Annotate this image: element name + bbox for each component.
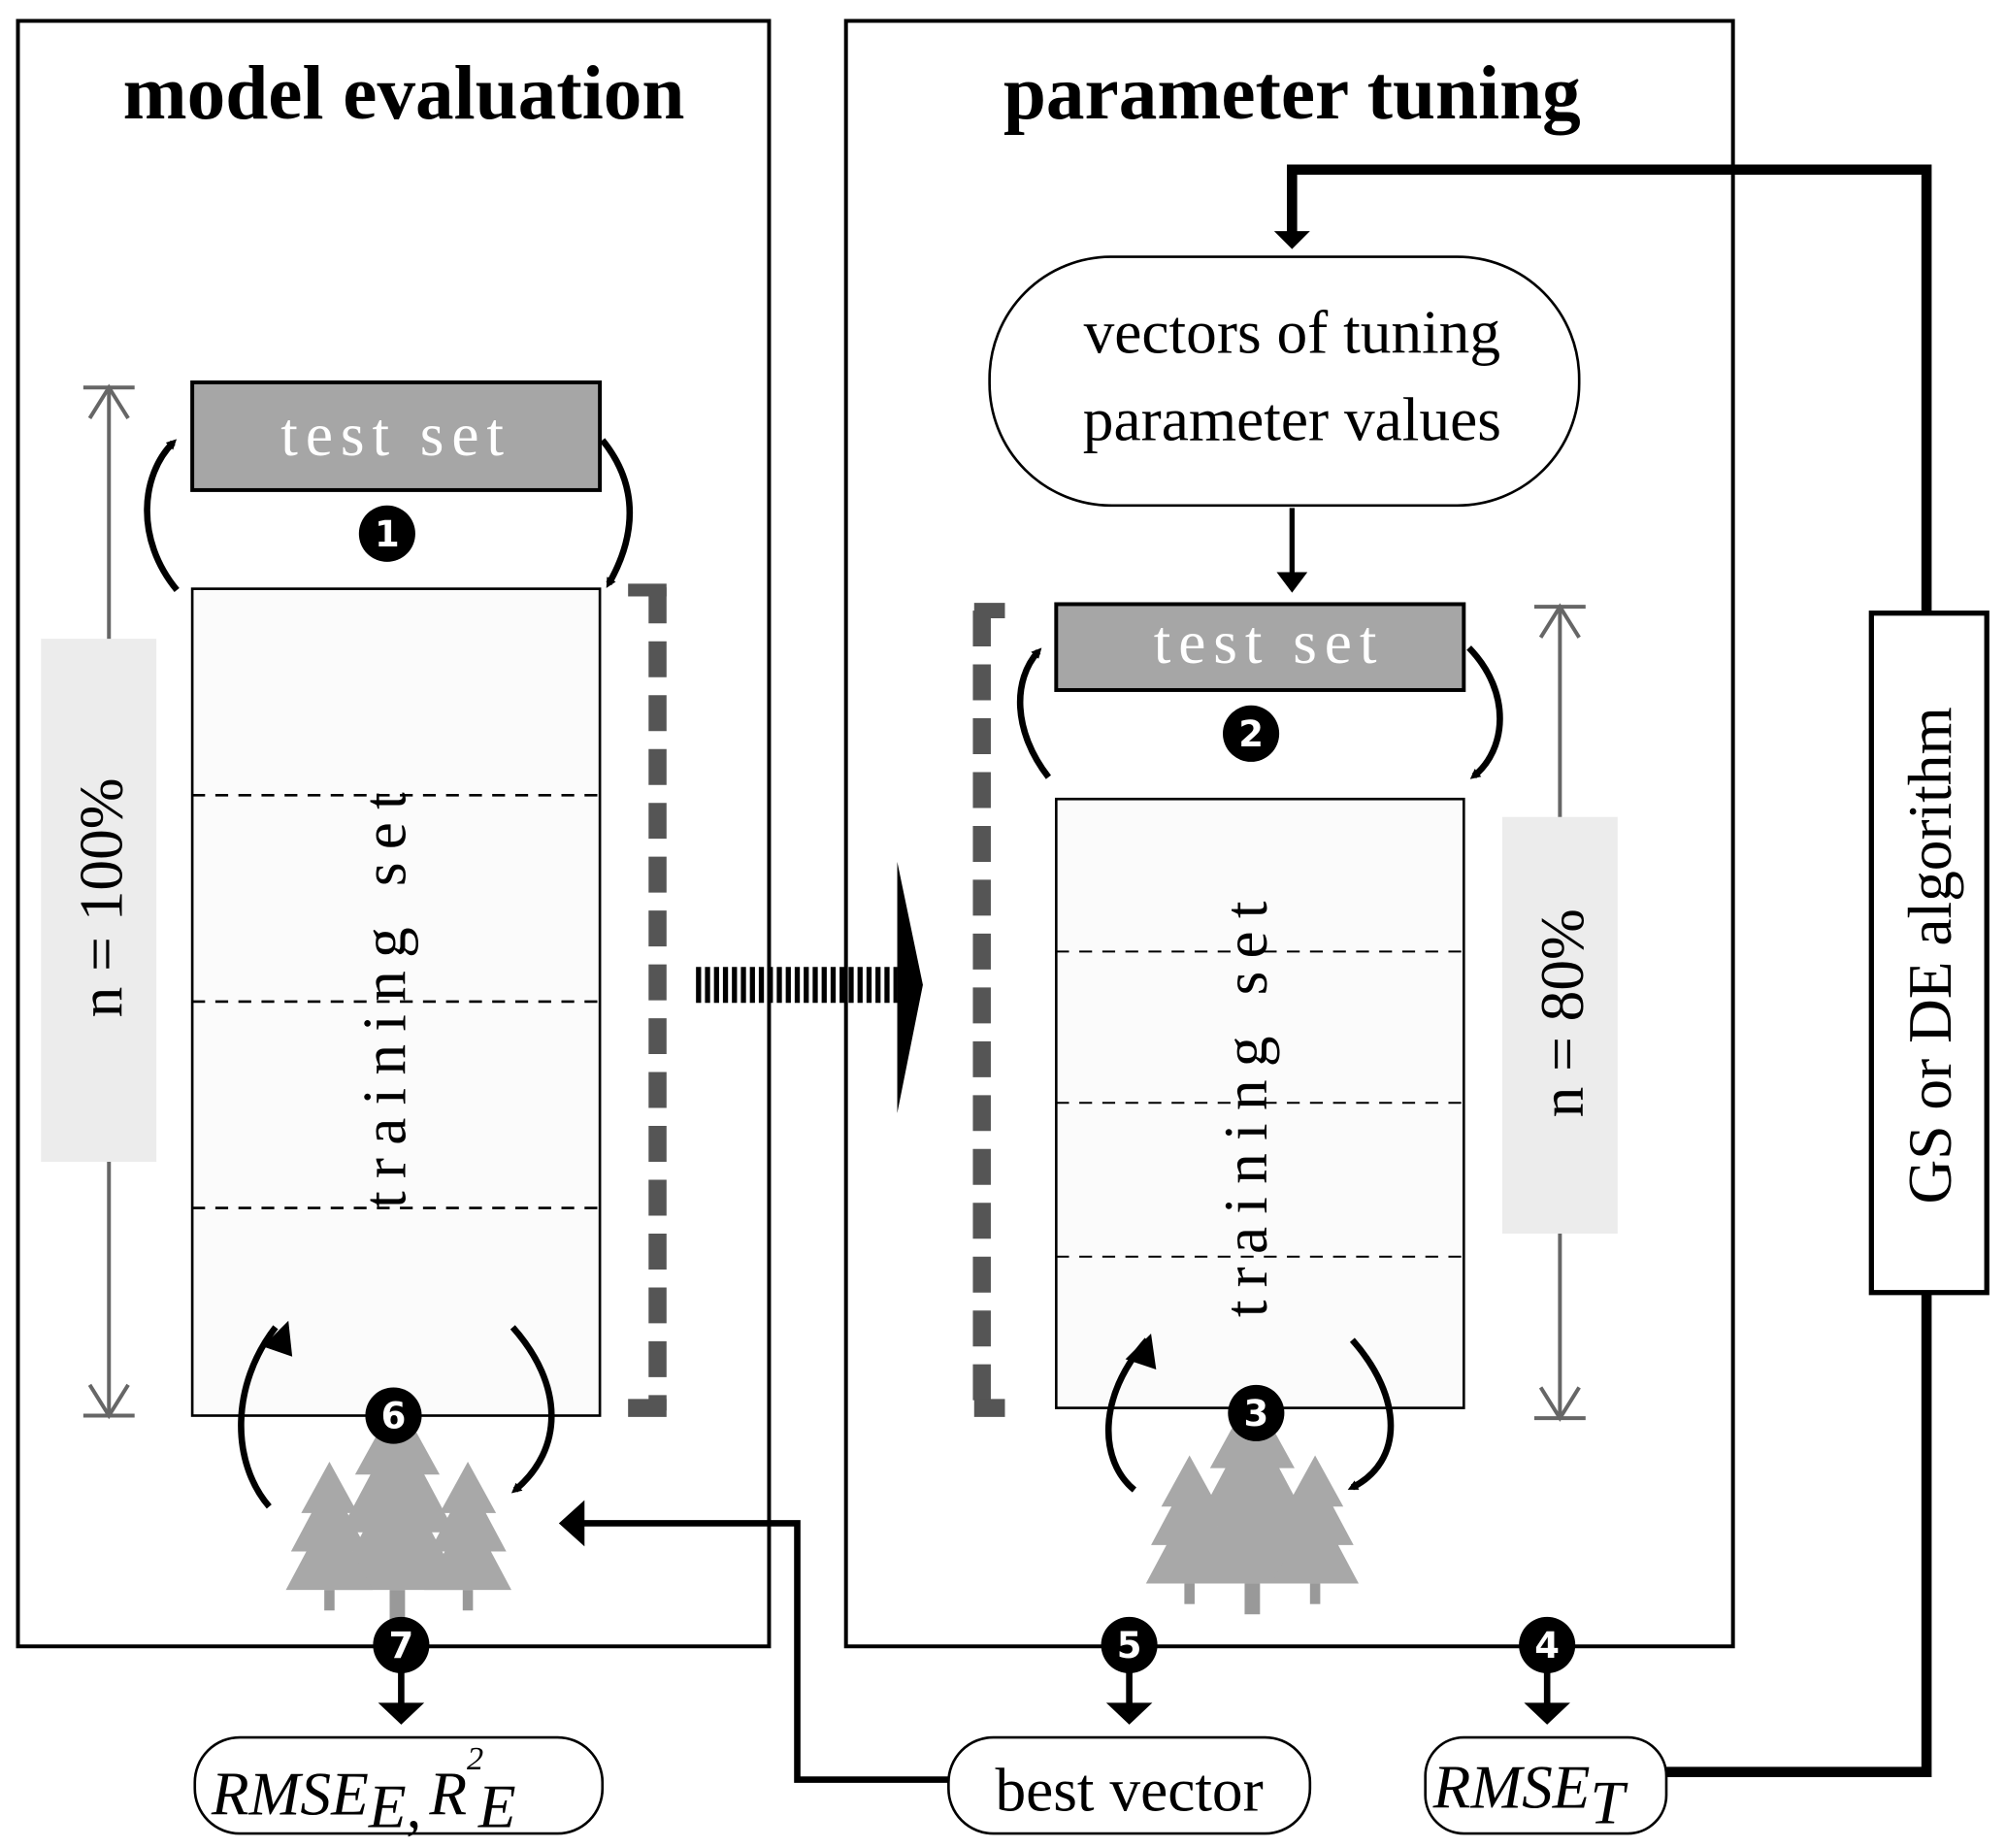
best-vector-arrowhead: [558, 1500, 585, 1547]
right-swap-arrow-2b: [1466, 645, 1503, 779]
algorithm-label: GS or DE algorithm: [1896, 707, 1964, 1204]
feedback-arrowhead: [1273, 231, 1310, 249]
right-swap-arrowhead-3a: [1125, 1333, 1157, 1370]
left-test-set-label: test set: [280, 401, 511, 469]
right-swap-arrow-3b: [1347, 1337, 1395, 1491]
right-swap-arrow-2a: [1016, 647, 1051, 779]
svg-text:4: 4: [1534, 1625, 1560, 1666]
left-test-set: [190, 380, 603, 492]
best-vector-box: [947, 1735, 1312, 1835]
step-badge-3: 3: [1228, 1384, 1285, 1441]
left-size-arrowhead-bottom: [87, 1383, 130, 1420]
best-vector-line: [582, 1520, 949, 1783]
left-swap-arrow-1b: [600, 438, 634, 588]
svg-text:3: 3: [1243, 1393, 1268, 1435]
right-training-set: [1054, 797, 1465, 1409]
step-badge-2: 2: [1223, 705, 1280, 762]
right-training-set-label: training set: [1212, 888, 1280, 1317]
right-size-arrowhead-bottom: [1538, 1386, 1581, 1422]
left-swap-arrow-6a: [238, 1325, 279, 1509]
right-test-set-label: test set: [1154, 609, 1385, 676]
output-arrowhead-7: [378, 1702, 425, 1725]
left-swap-arrowhead-6a: [262, 1320, 293, 1357]
right-n-label: n = 80%: [1529, 908, 1596, 1117]
tuning-vectors-box: [988, 255, 1581, 508]
transfer-arrowhead: [897, 861, 923, 1113]
left-training-set-label: training set: [350, 779, 418, 1208]
right-n-label-bg: [1501, 816, 1618, 1234]
left-n-label-bg: [41, 639, 157, 1163]
algorithm-box: [1868, 610, 1990, 1296]
svg-text:5: 5: [1117, 1625, 1142, 1666]
step-badge-7: 7: [373, 1616, 430, 1673]
left-n-label: n = 100%: [67, 777, 135, 1017]
svg-text:1: 1: [375, 513, 400, 555]
right-size-arrowhead-top: [1538, 603, 1581, 639]
step-badge-5: 5: [1101, 1616, 1158, 1673]
vectors-arrowhead: [1276, 572, 1308, 593]
output-arrowhead-5: [1105, 1702, 1153, 1725]
step-badge-1: 1: [358, 505, 415, 562]
vectors-line1: vectors of tuning: [1084, 299, 1500, 367]
left-swap-arrow-6b: [510, 1325, 555, 1494]
svg-text:6: 6: [381, 1396, 407, 1437]
svg-text:2: 2: [1238, 713, 1264, 755]
tuning-rmse-box: [1424, 1735, 1668, 1835]
output-arrowhead-4: [1524, 1702, 1570, 1725]
tuning-rmse-label: RMSET: [1432, 1754, 1628, 1837]
left-size-arrowhead-top: [87, 383, 130, 420]
svg-text:7: 7: [389, 1625, 414, 1666]
parameter-tuning-panel: [843, 18, 1735, 1649]
output-arrow-shafts: [398, 1666, 1551, 1706]
step-badge-6: 6: [365, 1387, 422, 1444]
vectors-line2: parameter values: [1083, 385, 1501, 453]
parameter-tuning-title: parameter tuning: [1003, 50, 1581, 136]
evaluation-metrics-box: [193, 1735, 605, 1835]
feedback-loop-line: [1287, 164, 1932, 1777]
model-evaluation-title: model evaluation: [123, 50, 685, 136]
best-vector-label: best vector: [995, 1756, 1263, 1824]
left-swap-arrow-1a: [144, 439, 180, 593]
step-badge-4: 4: [1519, 1616, 1576, 1673]
right-test-set: [1054, 602, 1466, 692]
